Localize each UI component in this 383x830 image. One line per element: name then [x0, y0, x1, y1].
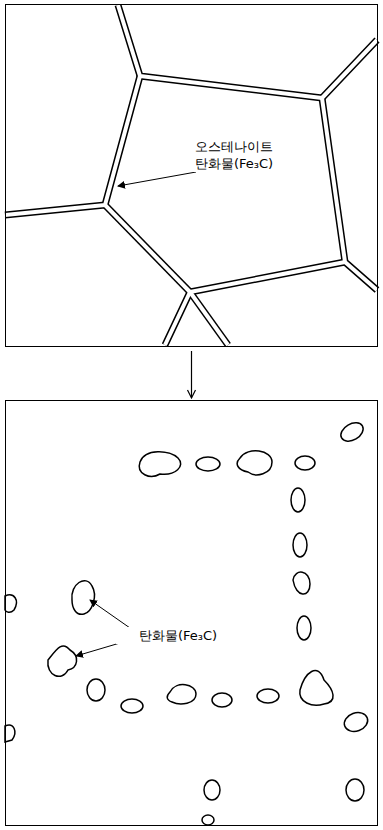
- part-label: 오스테나이트 탄화물(Fe₃C): [180, 138, 288, 172]
- part-label: 탄화물(Fe₃C): [116, 627, 240, 644]
- grain-boundaries: [5, 5, 377, 345]
- leader-line: [118, 172, 196, 186]
- leader-line: [90, 600, 130, 628]
- figure-panel: 오스테나이트 탄화물(Fe₃C): [5, 4, 378, 347]
- figure-panel: 탄화물(Fe₃C): [5, 400, 378, 826]
- carbide-particles: [5, 419, 370, 825]
- process-arrow: [188, 351, 196, 398]
